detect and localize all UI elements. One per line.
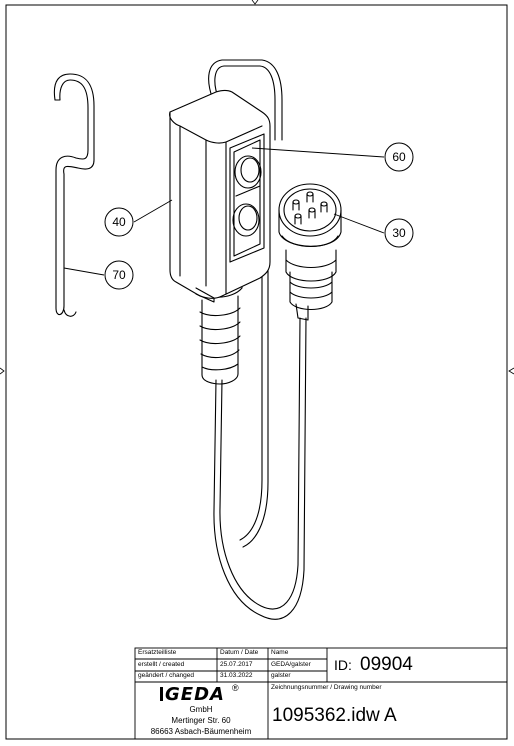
pendant-control-illustration — [53, 59, 342, 620]
registered-mark: ® — [232, 683, 239, 693]
callout-balloons — [104, 142, 414, 290]
company-street: Mertinger Str. 60 — [171, 716, 231, 725]
title-block-grid — [134, 647, 508, 740]
id-value: 09904 — [360, 654, 413, 675]
name-column-header: Name — [271, 649, 289, 656]
geda-logo — [160, 687, 163, 701]
callout-60-circle — [384, 142, 414, 172]
created-name: GEDA/galster — [271, 661, 311, 668]
callout-30-label: 30 — [392, 226, 406, 240]
date-column-header: Datum / Date — [220, 649, 259, 656]
callout-40-label: 40 — [112, 215, 126, 229]
callout-leaders — [63, 147, 385, 276]
callout-60-label: 60 — [392, 150, 406, 164]
center-mark-top — [251, 0, 259, 5]
company-suffix: GmbH — [189, 705, 213, 714]
id-label: ID: — [334, 657, 352, 673]
company-city: 86663 Asbach-Bäumenheim — [150, 727, 252, 736]
changed-label: geändert / changed — [138, 672, 195, 679]
callout-70-circle — [104, 260, 134, 290]
changed-date: 31.03.2022 — [220, 672, 253, 679]
created-date: 25.07.2017 — [220, 661, 253, 668]
callout-30-circle — [384, 218, 414, 248]
changed-name: galster — [271, 672, 291, 679]
created-label: erstellt / created — [138, 661, 185, 668]
spare-parts-list-label: Ersatzteilliste — [138, 649, 177, 656]
center-mark-right — [508, 367, 514, 375]
center-mark-left — [0, 367, 5, 375]
company-logo-text: GEDA — [165, 684, 225, 705]
callout-70-label: 70 — [112, 268, 126, 282]
callout-40-circle — [104, 207, 134, 237]
drawing-number-label: Zeichnungsnummer / Drawing number — [271, 684, 382, 691]
drawing-number: 1095362.idw A — [272, 705, 397, 726]
